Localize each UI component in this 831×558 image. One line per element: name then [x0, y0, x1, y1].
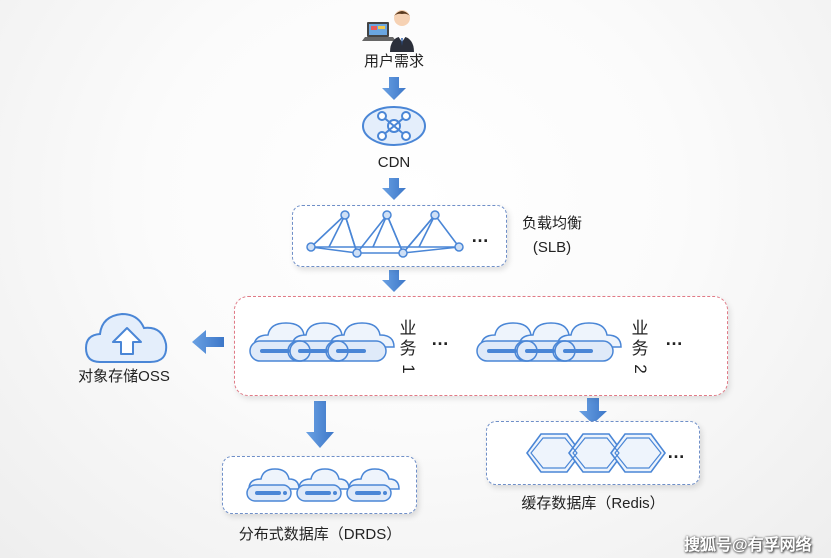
watermark-text: 搜狐号@有孚网络 — [684, 537, 812, 554]
arrow-business-to-oss — [192, 330, 224, 354]
business-box: 业 务 1 … 业 务 2 … — [234, 296, 728, 396]
slb-more-dots: … — [471, 226, 490, 246]
slb-label-line1: 负载均衡 — [521, 215, 582, 232]
redis-cache-icon — [526, 433, 666, 473]
cdn-icon — [361, 104, 427, 148]
user-label: 用户需求 — [363, 53, 424, 70]
business2-more-dots: … — [665, 329, 684, 349]
redis-more-dots: … — [667, 442, 686, 462]
redis-label: 缓存数据库（Redis） — [521, 495, 665, 512]
slb-box: … — [292, 205, 507, 267]
slb-label-line2: (SLB) — [532, 239, 572, 256]
arrow-business-to-redis — [579, 398, 607, 424]
arrow-user-to-cdn — [382, 77, 406, 100]
arrow-cdn-to-slb — [382, 178, 406, 200]
cdn-label: CDN — [377, 154, 411, 171]
drds-box — [222, 456, 417, 514]
business1-more-dots: … — [431, 329, 450, 349]
arrow-slb-to-business — [382, 270, 406, 292]
oss-cloud-upload-icon — [84, 306, 170, 366]
business2-server-cluster-icon — [476, 322, 622, 362]
drds-database-icon — [246, 468, 400, 502]
redis-box: … — [486, 421, 700, 485]
arrow-business-to-drds — [306, 401, 334, 448]
oss-label: 对象存储OSS — [78, 368, 170, 385]
user-icon — [362, 4, 424, 52]
business1-server-cluster-icon — [249, 322, 395, 362]
drds-label: 分布式数据库（DRDS） — [238, 526, 402, 543]
business1-label: 业 务 1 — [399, 319, 418, 374]
load-balancer-icon — [306, 210, 464, 258]
business2-label: 业 务 2 — [631, 319, 650, 374]
